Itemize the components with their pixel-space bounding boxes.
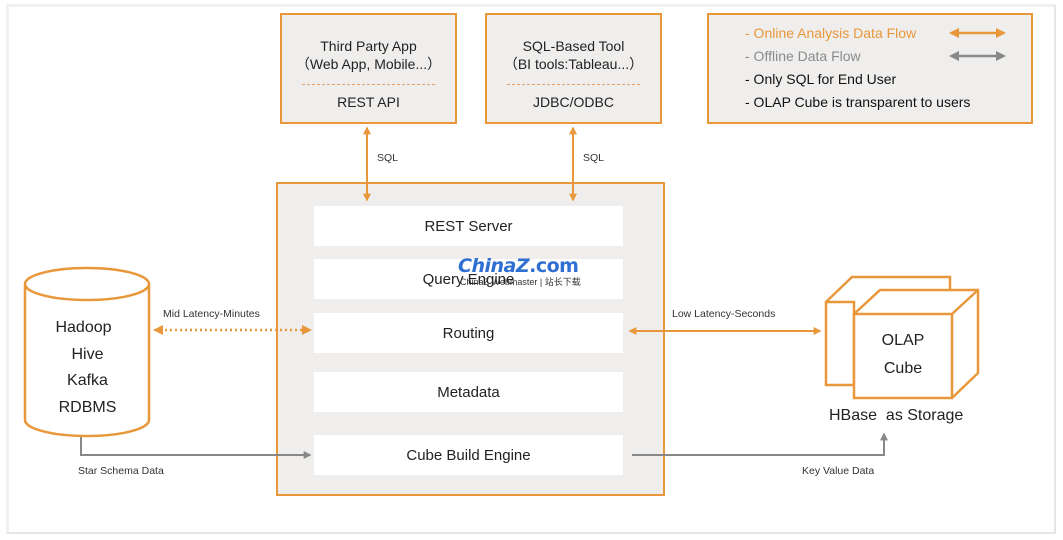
legend-cube-transparent: - OLAP Cube is transparent to users [745, 94, 971, 110]
dotted-separator [302, 84, 435, 85]
client-box-sql-based-tool: SQL-Based Tool （BI tools:Tableau...） JDB… [485, 13, 662, 124]
watermark: ChinaZ.com ChinaZ Webmaster | 站长下载 [458, 255, 581, 287]
client-interface: REST API [337, 94, 400, 110]
kylin-server-box: REST Server Query Engine Routing Metadat… [276, 182, 665, 496]
data-source-kafka: Kafka [67, 372, 108, 389]
client-interface: JDBC/ODBC [533, 94, 614, 110]
layer-rest-server: REST Server [314, 206, 623, 246]
star-schema-arrow [80, 436, 312, 459]
sql-label-right: SQL [583, 152, 605, 164]
data-source-hive: Hive [71, 345, 104, 363]
mid-latency-label: Mid Latency-Minutes [163, 308, 260, 320]
watermark-logo: ChinaZ.com [458, 255, 579, 277]
watermark-subtitle: ChinaZ Webmaster | 站长下载 [460, 277, 581, 287]
hbase-storage-label: HBase as Storage [829, 407, 964, 424]
data-source-rdbms: RDBMS [58, 398, 117, 416]
key-value-arrow [632, 432, 888, 456]
star-schema-label: Star Schema Data [78, 465, 164, 477]
legend-online-flow: - Online Analysis Data Flow [745, 25, 917, 41]
database-cylinder-icon [23, 266, 151, 438]
legend-offline-flow: - Offline Data Flow [745, 48, 861, 64]
key-value-label: Key Value Data [802, 465, 875, 477]
data-source-hadoop: Hadoop [55, 319, 112, 336]
client-subtitle: （Web App, Mobile...） [295, 56, 442, 72]
olap-cube-icon [824, 275, 980, 400]
client-title: SQL-Based Tool [522, 38, 625, 54]
layer-cube-build-engine: Cube Build Engine [314, 435, 623, 475]
legend-sql-only: - Only SQL for End User [745, 71, 897, 87]
data-source-list: Hadoop Hive Kafka RDBMS [25, 315, 150, 421]
low-latency-label: Low Latency-Seconds [672, 308, 776, 320]
layer-routing: Routing [314, 313, 623, 353]
cube-label-line1: OLAP [881, 332, 925, 349]
client-title: Third Party App [320, 38, 417, 54]
client-subtitle: （BI tools:Tableau...） [503, 56, 644, 72]
watermark-logo-suffix: .com [529, 255, 579, 277]
dotted-separator [507, 84, 640, 85]
watermark-logo-main: ChinaZ [458, 255, 530, 277]
legend-box: - Online Analysis Data Flow - Offline Da… [707, 13, 1033, 124]
cube-label-line2: Cube [883, 360, 923, 377]
layer-metadata: Metadata [314, 372, 623, 412]
cube-label: OLAP Cube [854, 327, 952, 383]
client-box-third-party-app: Third Party App （Web App, Mobile...） RES… [280, 13, 457, 124]
layer-query-engine: Query Engine [314, 259, 623, 299]
sql-label-left: SQL [377, 152, 399, 164]
